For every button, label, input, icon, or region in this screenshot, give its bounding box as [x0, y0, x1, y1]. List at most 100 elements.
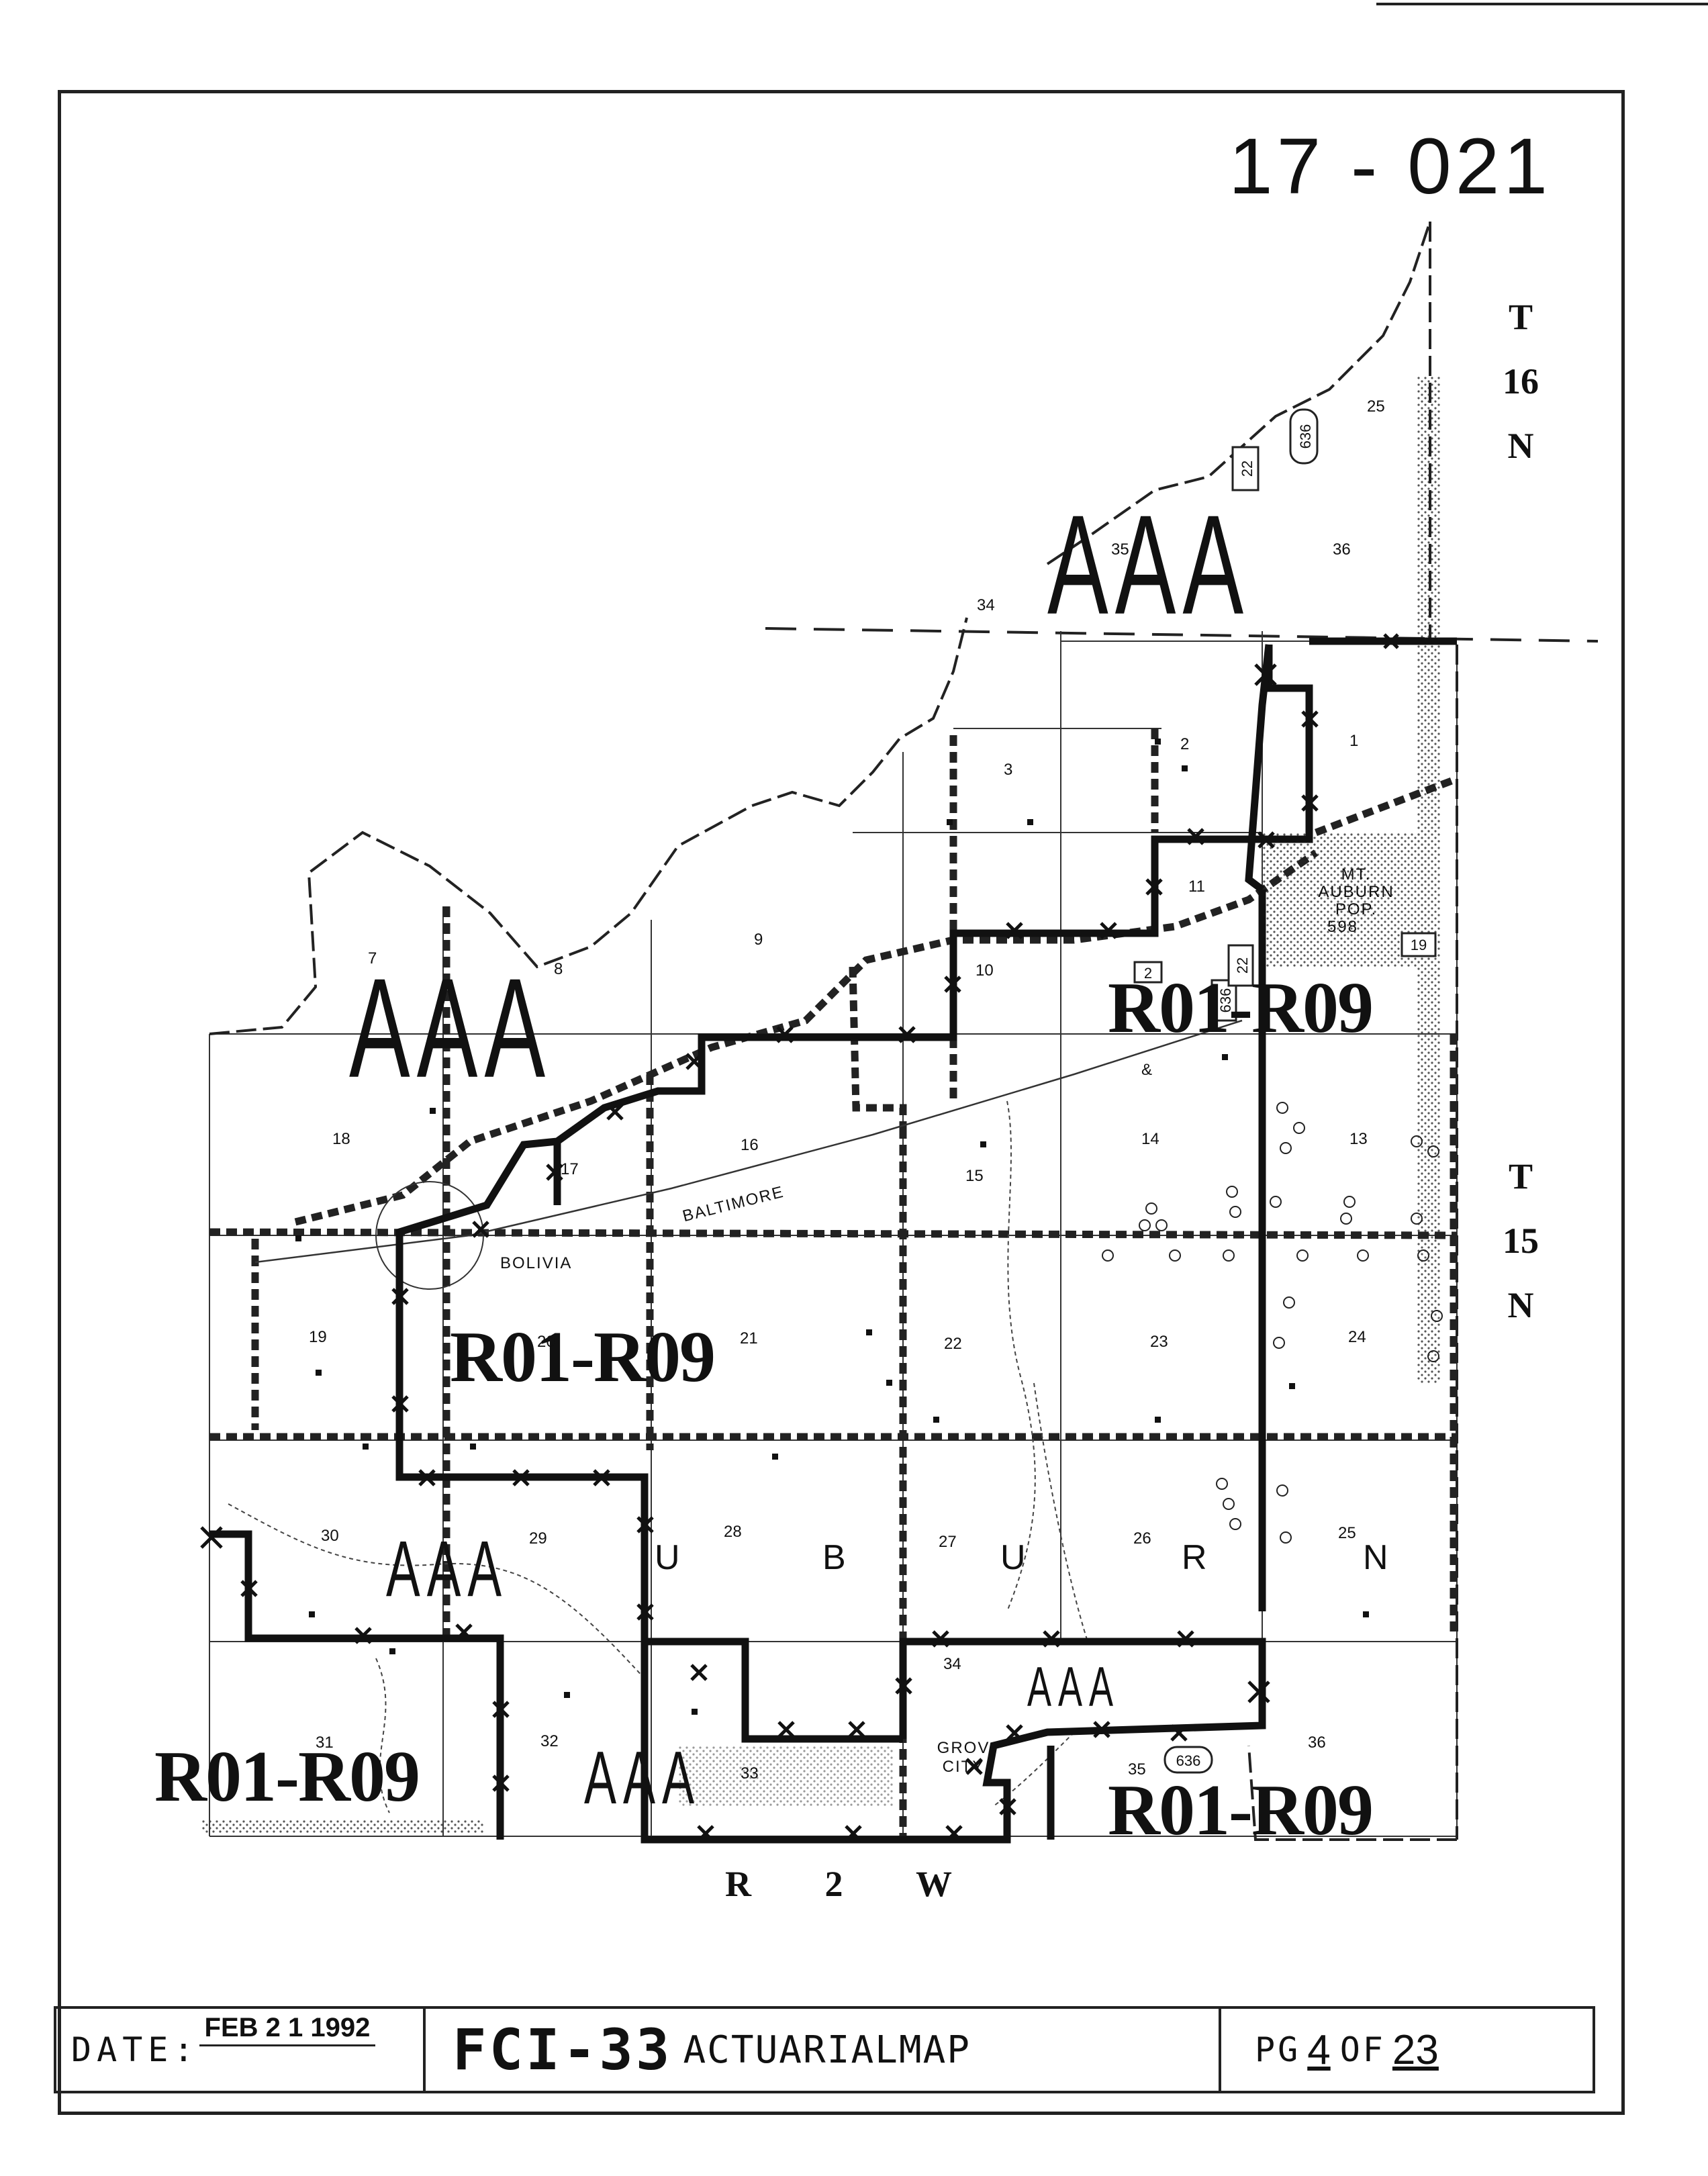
- route-22-mid: 22: [1234, 957, 1251, 974]
- section-3: 3: [1004, 761, 1013, 779]
- place-mt-auburn-line2: AUBURN: [1318, 883, 1394, 901]
- top-rule: [1376, 3, 1708, 5]
- map-title: ACTUARIALMAP: [683, 2028, 971, 2072]
- place-mt-auburn-line4: 598: [1327, 918, 1359, 936]
- township-south-label: T 15 N: [1484, 1158, 1558, 1323]
- page-number: 4: [1307, 2026, 1331, 2073]
- section-9: 9: [754, 931, 763, 949]
- section-34-north: 34: [977, 596, 995, 614]
- section-35-south: 35: [1128, 1760, 1146, 1779]
- township-south-direction: N: [1507, 1285, 1534, 1325]
- section-30: 30: [321, 1527, 339, 1545]
- section-16: 16: [741, 1136, 759, 1154]
- stipple-south-strip: [201, 1819, 483, 1833]
- zone-r01-r09-southwest: R01-R09: [154, 1737, 420, 1817]
- section-18: 18: [332, 1130, 350, 1148]
- building-markers: [295, 739, 1369, 1715]
- township-north-number: 16: [1503, 361, 1539, 401]
- route-636-north: 636: [1297, 424, 1314, 449]
- stipple-33: [678, 1746, 893, 1806]
- page-label: PG: [1255, 2030, 1301, 2069]
- section-26: 26: [1133, 1529, 1151, 1548]
- route-636-south: 636: [1176, 1752, 1201, 1769]
- date-cell: DATE: FEB 2 1 1992: [56, 2009, 426, 2091]
- route-shields: [1133, 408, 1437, 1774]
- place-grove-city-line2: CITY: [942, 1758, 985, 1776]
- zone-r01-r09-east: R01-R09: [1108, 968, 1374, 1048]
- zone-aaa-north: AAA: [1047, 485, 1251, 644]
- baltimore-road: [254, 1019, 1243, 1264]
- section-1: 1: [1349, 732, 1359, 750]
- bolivia-circle: [375, 1181, 484, 1290]
- section-2: 2: [1180, 735, 1190, 753]
- well-rings: [1102, 1102, 1443, 1544]
- section-11: 11: [1188, 878, 1205, 896]
- zone-aaa-sec34: AAA: [1027, 1656, 1121, 1719]
- boundary-crosses: [200, 633, 1399, 1842]
- township-boundary-line: [765, 627, 1599, 643]
- route-636-mid: 636: [1217, 988, 1234, 1013]
- map-ampersand: &: [1141, 1061, 1154, 1079]
- township-north-prefix: T: [1508, 297, 1533, 337]
- section-14: 14: [1141, 1130, 1159, 1148]
- zone-boundaries: [209, 637, 1457, 1844]
- section-33: 33: [741, 1764, 759, 1783]
- section-19: 19: [309, 1328, 327, 1346]
- of-label: OF: [1339, 2030, 1386, 2069]
- route-19: 19: [1411, 937, 1427, 953]
- zone-aaa-sec32: AAA: [584, 1736, 702, 1820]
- map-outer-frame: [58, 90, 1625, 2115]
- section-24: 24: [1348, 1328, 1366, 1346]
- section-7: 7: [368, 949, 377, 967]
- zone-r01-r09-southeast: R01-R09: [1108, 1770, 1374, 1850]
- section-20: 20: [537, 1333, 555, 1351]
- zone-aaa-west: AAA: [349, 949, 553, 1107]
- section-25-north: 25: [1367, 397, 1385, 416]
- place-mt-auburn-line3: POP.: [1335, 900, 1378, 918]
- section-35-north: 35: [1111, 540, 1129, 559]
- page-total: 23: [1392, 2026, 1439, 2073]
- township-north-label: T 16 N: [1484, 299, 1558, 464]
- route-2: 2: [1144, 965, 1152, 982]
- county-boundary: [209, 221, 1458, 1841]
- place-bolivia: BOLIVIA: [500, 1254, 573, 1272]
- zone-aaa-sec29: AAA: [386, 1525, 509, 1614]
- creeks: [228, 1100, 1088, 1813]
- section-31: 31: [316, 1734, 334, 1752]
- section-21: 21: [740, 1329, 758, 1347]
- zone-r01-r09-center: R01-R09: [450, 1317, 716, 1397]
- form-code: FCI-33: [453, 2017, 673, 2083]
- title-cell: FCI-33 ACTUARIALMAP: [426, 2009, 1221, 2091]
- section-34-south: 34: [943, 1655, 961, 1673]
- date-value: FEB 2 1 1992: [199, 2013, 376, 2046]
- township-north-direction: N: [1507, 426, 1534, 466]
- section-22: 22: [944, 1335, 962, 1353]
- township-south-prefix: T: [1508, 1156, 1533, 1196]
- page-cell: PG 4 OF 23: [1221, 2009, 1593, 2091]
- date-label: DATE:: [71, 2030, 199, 2069]
- section-8: 8: [554, 960, 563, 978]
- section-10: 10: [976, 961, 994, 980]
- section-29: 29: [529, 1529, 547, 1548]
- section-25-south: 25: [1338, 1524, 1356, 1542]
- section-36-north: 36: [1333, 540, 1351, 559]
- section-32: 32: [540, 1732, 559, 1750]
- section-15: 15: [965, 1167, 984, 1185]
- route-22-north: 22: [1239, 461, 1255, 477]
- auburn-letter-r: R: [1182, 1538, 1207, 1577]
- auburn-letter-n: N: [1363, 1538, 1388, 1577]
- section-27: 27: [939, 1533, 957, 1551]
- map-number: 17 - 021: [1229, 122, 1552, 211]
- section-23: 23: [1150, 1333, 1168, 1351]
- title-block: DATE: FEB 2 1 1992 FCI-33 ACTUARIALMAP P…: [54, 2006, 1595, 2093]
- auburn-letter-u1: U: [655, 1538, 680, 1577]
- route-numbers: 636 22 2 19 636 22 636: [1144, 424, 1427, 1769]
- auburn-letter-u2: U: [1000, 1538, 1026, 1577]
- place-grove-city-line1: GROV: [937, 1739, 990, 1757]
- township-south-number: 15: [1503, 1221, 1539, 1261]
- section-28: 28: [724, 1523, 742, 1541]
- place-grove-city: GROV CITY: [933, 1739, 994, 1777]
- range-label: R 2 W: [725, 1864, 985, 1904]
- section-36-south: 36: [1308, 1734, 1326, 1752]
